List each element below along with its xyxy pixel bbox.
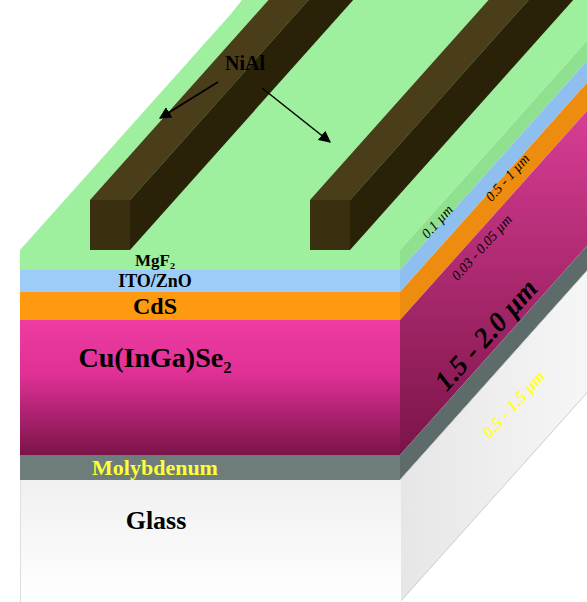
cigs-layer: Cu(InGa)Se₂ [20,320,400,455]
nial-bar [90,0,355,250]
leader-arrow [262,88,330,142]
part-label: NiAl [225,53,265,73]
layer-name: CdS [133,294,177,318]
leader-arrow [160,82,218,118]
layer-name: ITO/ZnO [118,272,192,290]
layer-name: Cu(InGa)Se₂ [78,344,231,372]
nial-bar [310,0,575,250]
glass-layer: Glass [20,480,401,602]
layer-name: Glass [126,508,187,534]
layer-name: MgF₂ [135,252,175,269]
molybdenum-layer: Molybdenum [20,455,400,480]
cds-layer: CdS [20,292,400,320]
mgf2-layer: MgF₂ [20,250,400,270]
glass-side [400,245,587,602]
ito-zno-layer: ITO/ZnO [20,270,400,292]
layer-name: Molybdenum [92,457,218,479]
